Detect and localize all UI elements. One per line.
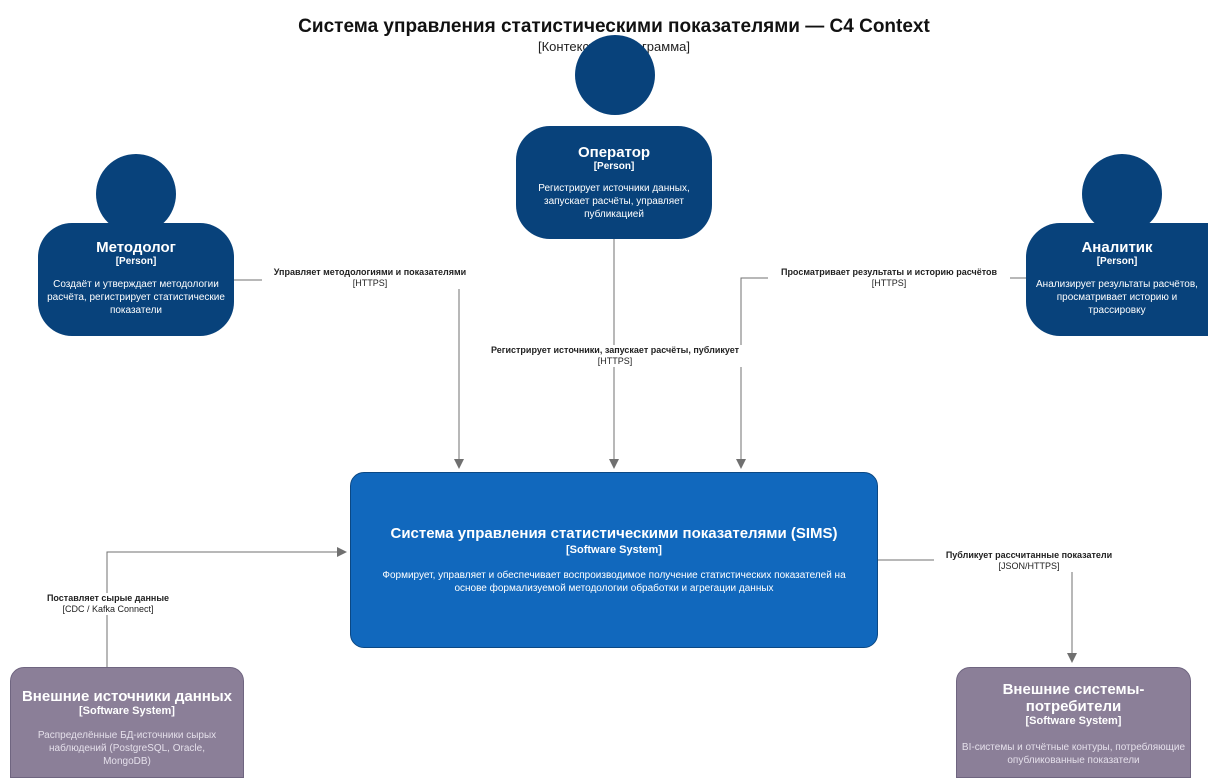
external-consumers-desc: BI-системы и отчётные контуры, потребляю… xyxy=(961,742,1186,766)
external-sources-system[interactable]: Внешние источники данных [Software Syste… xyxy=(10,667,244,778)
operator-type: [Person] xyxy=(593,161,635,172)
analyst-desc: Анализирует результаты расчётов, просмат… xyxy=(1036,279,1198,316)
edge-label-methodologist-tech: [HTTPS] xyxy=(352,278,388,288)
methodologist-person[interactable]: Методолог [Person] Создаёт и утверждает … xyxy=(38,223,234,336)
methodologist-type: [Person] xyxy=(115,256,157,267)
edge-methodologist-sims xyxy=(234,279,464,469)
sims-system[interactable]: Система управления статистическими показ… xyxy=(350,472,878,648)
edge-label-analyst-tech: [HTTPS] xyxy=(871,278,907,288)
edge-analyst-sims xyxy=(736,277,1026,469)
sims-type: [Software System] xyxy=(566,544,662,556)
analyst-type: [Person] xyxy=(1096,256,1138,267)
edge-label-analyst: Просматривает результаты и историю расчё… xyxy=(768,267,1010,289)
external-consumers-type: [Software System] xyxy=(1025,715,1122,727)
external-sources-desc: Распределённые БД-источники сырых наблюд… xyxy=(37,730,217,767)
methodologist-head-icon xyxy=(96,154,176,234)
operator-name: Оператор xyxy=(577,144,651,161)
edge-label-operator: Регистрирует источники, запускает расчёт… xyxy=(477,345,753,367)
analyst-head-icon xyxy=(1082,154,1162,234)
edge-label-consumers-tech: [JSON/HTTPS] xyxy=(998,561,1060,571)
sims-name: Система управления статистическими показ… xyxy=(390,525,838,542)
external-consumers-name: Внешние системы-потребители xyxy=(1002,681,1145,715)
edge-sources-sims xyxy=(106,547,347,667)
operator-person[interactable]: Оператор [Person] Регистрирует источники… xyxy=(516,126,712,239)
external-sources-name: Внешние источники данных xyxy=(21,688,233,705)
analyst-name: Аналитик xyxy=(1081,239,1153,256)
external-sources-type: [Software System] xyxy=(79,705,175,717)
methodologist-desc: Создаёт и утверждает методологии расчёта… xyxy=(47,279,225,316)
edge-sims-consumers xyxy=(878,559,1077,663)
methodologist-name: Методолог xyxy=(96,239,176,256)
edge-label-operator-text: Регистрирует источники, запускает расчёт… xyxy=(490,345,740,355)
edge-label-methodologist: Управляет методологиями и показателями [… xyxy=(262,267,478,289)
operator-head-icon xyxy=(575,35,655,115)
edge-label-sources-text: Поставляет сырые данные xyxy=(46,593,170,603)
edge-label-operator-tech: [HTTPS] xyxy=(597,356,633,366)
diagram-title: Система управления статистическими показ… xyxy=(298,16,930,37)
operator-desc: Регистрирует источники данных, запускает… xyxy=(538,183,690,220)
sims-desc: Формирует, управляет и обеспечивает восп… xyxy=(382,570,846,594)
edge-label-methodologist-text: Управляет методологиями и показателями xyxy=(273,267,467,277)
edge-label-sources: Поставляет сырые данные [CDC / Kafka Con… xyxy=(36,593,180,615)
edge-label-sources-tech: [CDC / Kafka Connect] xyxy=(62,604,154,614)
analyst-person[interactable]: Аналитик [Person] Анализирует результаты… xyxy=(1026,223,1208,336)
edge-label-consumers: Публикует рассчитанные показатели [JSON/… xyxy=(934,550,1124,572)
external-consumers-system[interactable]: Внешние системы-потребители [Software Sy… xyxy=(956,667,1191,778)
edge-label-analyst-text: Просматривает результаты и историю расчё… xyxy=(780,267,998,277)
edge-label-consumers-text: Публикует рассчитанные показатели xyxy=(945,550,1113,560)
